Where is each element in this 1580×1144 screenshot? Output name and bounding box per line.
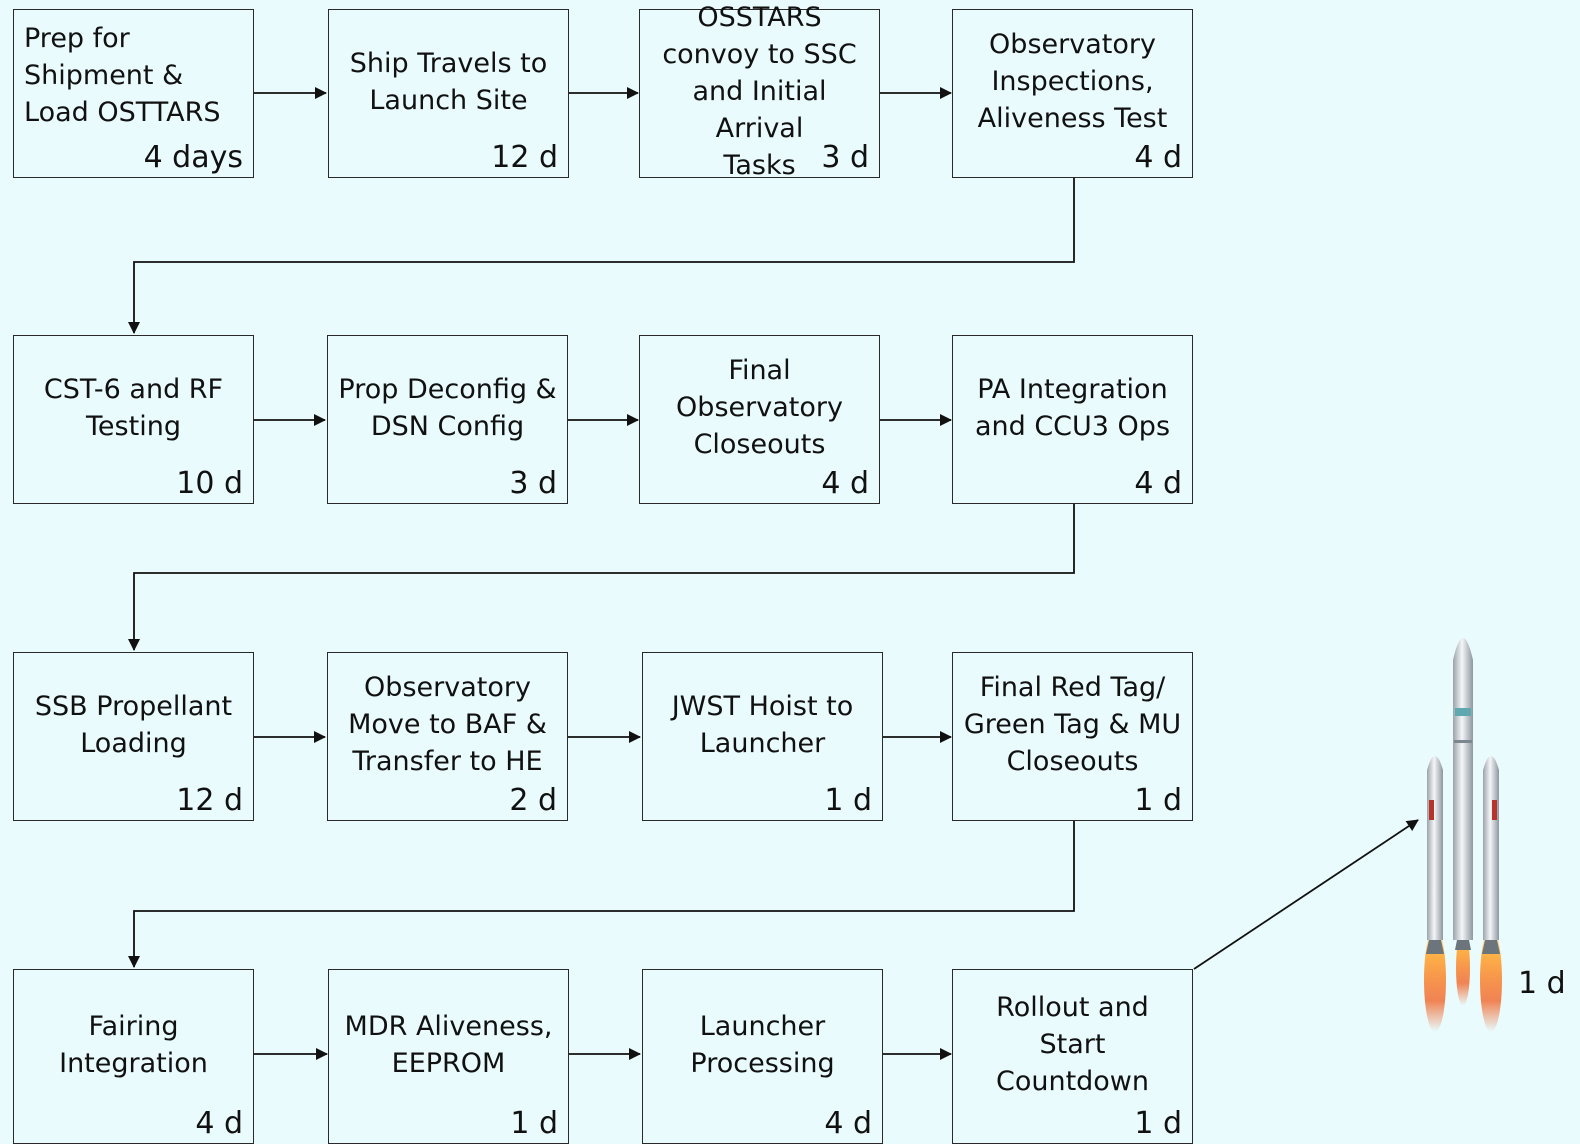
step-duration: 1 d	[510, 1107, 558, 1141]
step-box-7: Final Observatory Closeouts 4 d	[639, 335, 880, 504]
step-box-10: Observatory Move to BAF & Transfer to HE…	[327, 652, 568, 821]
launch-duration: 1 d	[1518, 966, 1566, 1001]
arrow-8-9	[134, 504, 1074, 650]
arrow-4-5	[134, 178, 1074, 333]
step-label: MDR Aliveness, EEPROM	[335, 976, 562, 1113]
step-label: Prep for Shipment & Load OSTTARS	[24, 20, 247, 147]
step-duration: 3 d	[821, 141, 869, 175]
step-duration: 1 d	[824, 784, 872, 818]
step-label: Observatory Inspections, Aliveness Test	[959, 16, 1186, 147]
step-label: Final Observatory Closeouts	[646, 342, 873, 473]
step-label: Prop Deconfig & DSN Config	[334, 342, 561, 473]
step-duration: 4 d	[1134, 141, 1182, 175]
step-label: JWST Hoist to Launcher	[649, 659, 876, 790]
step-box-3: OSSTARS convoy to SSC and Initial Arriva…	[639, 9, 880, 178]
step-duration: 1 d	[1134, 1107, 1182, 1141]
step-label: Observatory Move to BAF & Transfer to HE	[334, 659, 561, 790]
step-box-9: SSB Propellant Loading 12 d	[13, 652, 254, 821]
step-box-2: Ship Travels to Launch Site 12 d	[328, 9, 569, 178]
step-duration: 4 d	[824, 1107, 872, 1141]
step-duration: 12 d	[491, 141, 558, 175]
step-box-11: JWST Hoist to Launcher 1 d	[642, 652, 883, 821]
arrow-12-13	[134, 821, 1074, 967]
step-duration: 4 d	[195, 1107, 243, 1141]
step-duration: 12 d	[176, 784, 243, 818]
arrow-16-launch	[1194, 820, 1418, 969]
step-label: Launcher Processing	[649, 976, 876, 1113]
step-label: PA Integration and CCU3 Ops	[959, 342, 1186, 473]
step-duration: 4 d	[821, 467, 869, 501]
step-label: CST-6 and RF Testing	[20, 342, 247, 473]
step-box-16: Rollout and Start Countdown 1 d	[952, 969, 1193, 1144]
step-duration: 3 d	[509, 467, 557, 501]
step-box-4: Observatory Inspections, Aliveness Test …	[952, 9, 1193, 178]
step-label: Rollout and Start Countdown	[959, 976, 1186, 1113]
step-duration: 4 d	[1134, 467, 1182, 501]
step-label: SSB Propellant Loading	[20, 659, 247, 790]
step-box-14: MDR Aliveness, EEPROM 1 d	[328, 969, 569, 1144]
step-box-15: Launcher Processing 4 d	[642, 969, 883, 1144]
step-box-6: Prop Deconfig & DSN Config 3 d	[327, 335, 568, 504]
step-duration: 2 d	[509, 784, 557, 818]
step-label: Ship Travels to Launch Site	[335, 16, 562, 147]
step-box-1: Prep for Shipment & Load OSTTARS 4 days	[13, 9, 254, 178]
rocket-icon	[1408, 620, 1518, 1040]
step-box-8: PA Integration and CCU3 Ops 4 d	[952, 335, 1193, 504]
step-duration: 4 days	[144, 141, 243, 175]
step-duration: 1 d	[1134, 784, 1182, 818]
step-label: Final Red Tag/ Green Tag & MU Closeouts	[959, 659, 1186, 790]
step-duration: 10 d	[176, 467, 243, 501]
step-box-12: Final Red Tag/ Green Tag & MU Closeouts …	[952, 652, 1193, 821]
step-label: Fairing Integration	[20, 976, 247, 1113]
step-box-13: Fairing Integration 4 d	[13, 969, 254, 1144]
step-box-5: CST-6 and RF Testing 10 d	[13, 335, 254, 504]
